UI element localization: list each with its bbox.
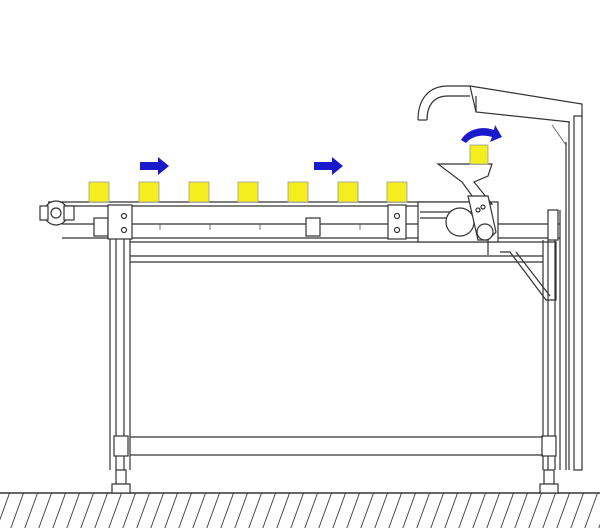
- product-box: [188, 181, 210, 203]
- arrow-right-icon: [314, 157, 343, 175]
- product-box: [88, 181, 110, 203]
- direction-arrows: [140, 125, 502, 175]
- product-box: [337, 181, 359, 203]
- frame-crossbars: [130, 255, 543, 456]
- product-box: [138, 181, 160, 203]
- product-box: [287, 181, 309, 203]
- ground: [0, 492, 600, 528]
- left-leg: [107, 204, 133, 494]
- support-bracket: [500, 209, 559, 301]
- product-box: [386, 181, 408, 203]
- drive-pulley: [39, 200, 75, 226]
- right-leg: [539, 210, 561, 494]
- curved-arrow-icon: [461, 125, 502, 143]
- middle-post: [387, 204, 407, 240]
- products: [88, 144, 489, 203]
- overhead-hood: [417, 85, 583, 471]
- transfer-mechanism: [417, 163, 499, 255]
- product-box: [237, 181, 259, 203]
- product-box-lifted: [469, 144, 489, 165]
- belt-clamps: [93, 217, 321, 237]
- arrow-right-icon: [140, 157, 169, 175]
